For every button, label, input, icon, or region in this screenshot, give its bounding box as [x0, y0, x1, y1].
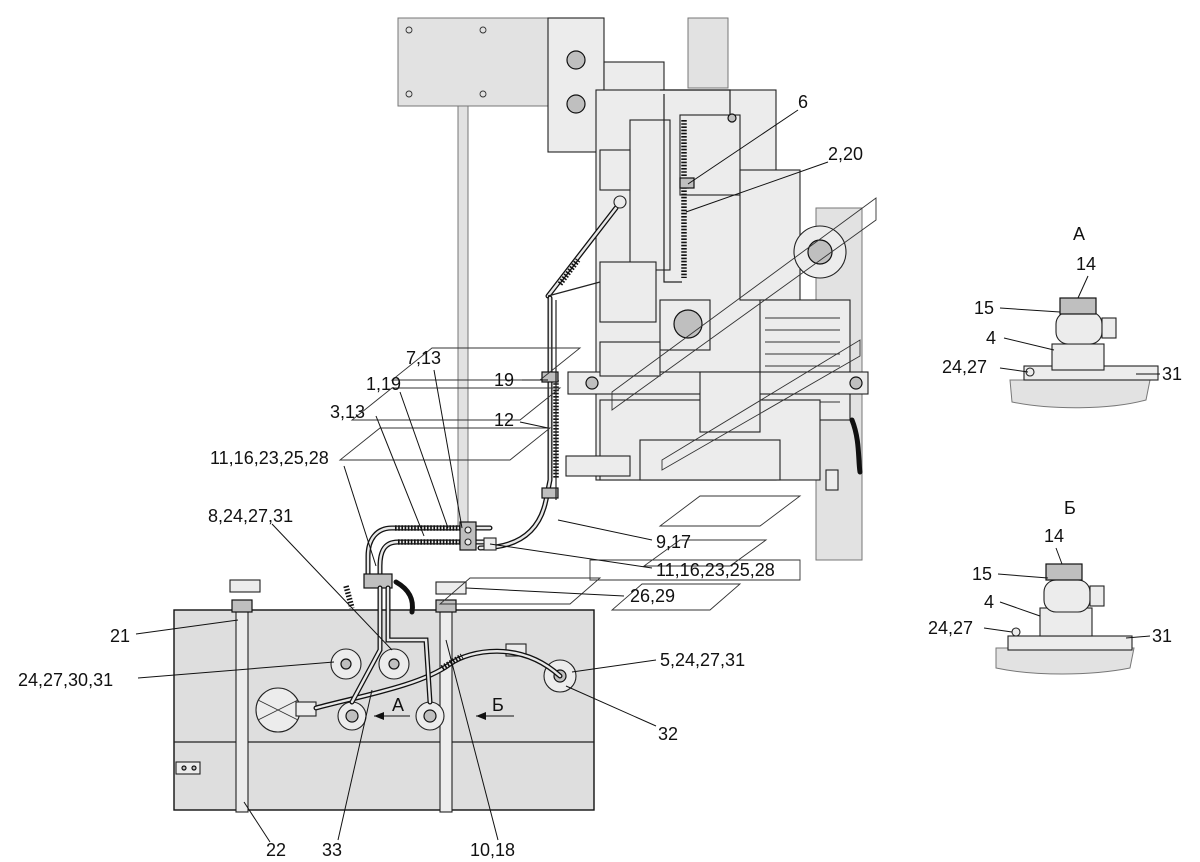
callout-11-16-23-25-28-upper: 11,16,23,25,28 [210, 448, 329, 468]
fuel-tank [173, 579, 595, 813]
callout-7-13: 7,13 [406, 348, 441, 368]
callout-11-16-23-25-28-lower: 11,16,23,25,28 [656, 560, 775, 580]
leader-lines [135, 109, 829, 843]
callout-8-24-27-31: 8,24,27,31 [208, 506, 293, 526]
callout-32: 32 [658, 724, 678, 744]
callout-3-13: 3,13 [330, 402, 365, 422]
callout-26-29: 26,29 [630, 586, 675, 606]
flange-a [337, 701, 367, 731]
detail-a-callout-15: 15 [974, 298, 994, 318]
callout-12: 12 [494, 410, 514, 430]
view-arrow-a: А [374, 695, 410, 720]
detail-a-title: А [1073, 224, 1085, 244]
detail-b-title: Б [1064, 498, 1076, 518]
vertical-pipe [477, 295, 559, 551]
flange-30 [330, 648, 362, 680]
detail-b-callout-14: 14 [1044, 526, 1064, 546]
callout-2-20: 2,20 [828, 144, 863, 164]
engine-block [547, 17, 869, 491]
detail-b-callout-15: 15 [972, 564, 992, 584]
callout-10-18: 10,18 [470, 840, 515, 860]
detail-b-callout-24-27: 24,27 [928, 618, 973, 638]
flange-8 [378, 648, 410, 680]
detail-a-callout-14: 14 [1076, 254, 1096, 274]
callout-5-24-27-31: 5,24,27,31 [660, 650, 745, 670]
flange-b [415, 701, 445, 731]
view-arrow-b-label: Б [492, 695, 504, 715]
view-arrow-a-label: А [392, 695, 404, 715]
detail-a-callout-31: 31 [1162, 364, 1182, 384]
callout-33: 33 [322, 840, 342, 860]
detail-a-callout-4: 4 [986, 328, 996, 348]
callout-19: 19 [494, 370, 514, 390]
callout-6: 6 [798, 92, 808, 112]
return-lines [660, 89, 737, 283]
callout-9-17: 9,17 [656, 532, 691, 552]
callout-22: 22 [266, 840, 286, 860]
callout-1-19: 1,19 [366, 374, 401, 394]
feed-hose-upper [545, 195, 627, 299]
detail-view-a: А 14 15 4 24,27 31 [942, 224, 1182, 409]
callouts: 6 2,20 7,13 1,19 19 3,13 12 11,16,23,25,… [18, 92, 863, 860]
detail-view-b: Б 14 15 4 24,27 31 [928, 498, 1172, 675]
detail-a-callout-24-27: 24,27 [942, 357, 987, 377]
view-arrow-b: Б [476, 695, 514, 720]
callout-24-27-30-31: 24,27,30,31 [18, 670, 113, 690]
detail-b-callout-31: 31 [1152, 626, 1172, 646]
callout-21: 21 [110, 626, 130, 646]
detail-b-callout-4: 4 [984, 592, 994, 612]
